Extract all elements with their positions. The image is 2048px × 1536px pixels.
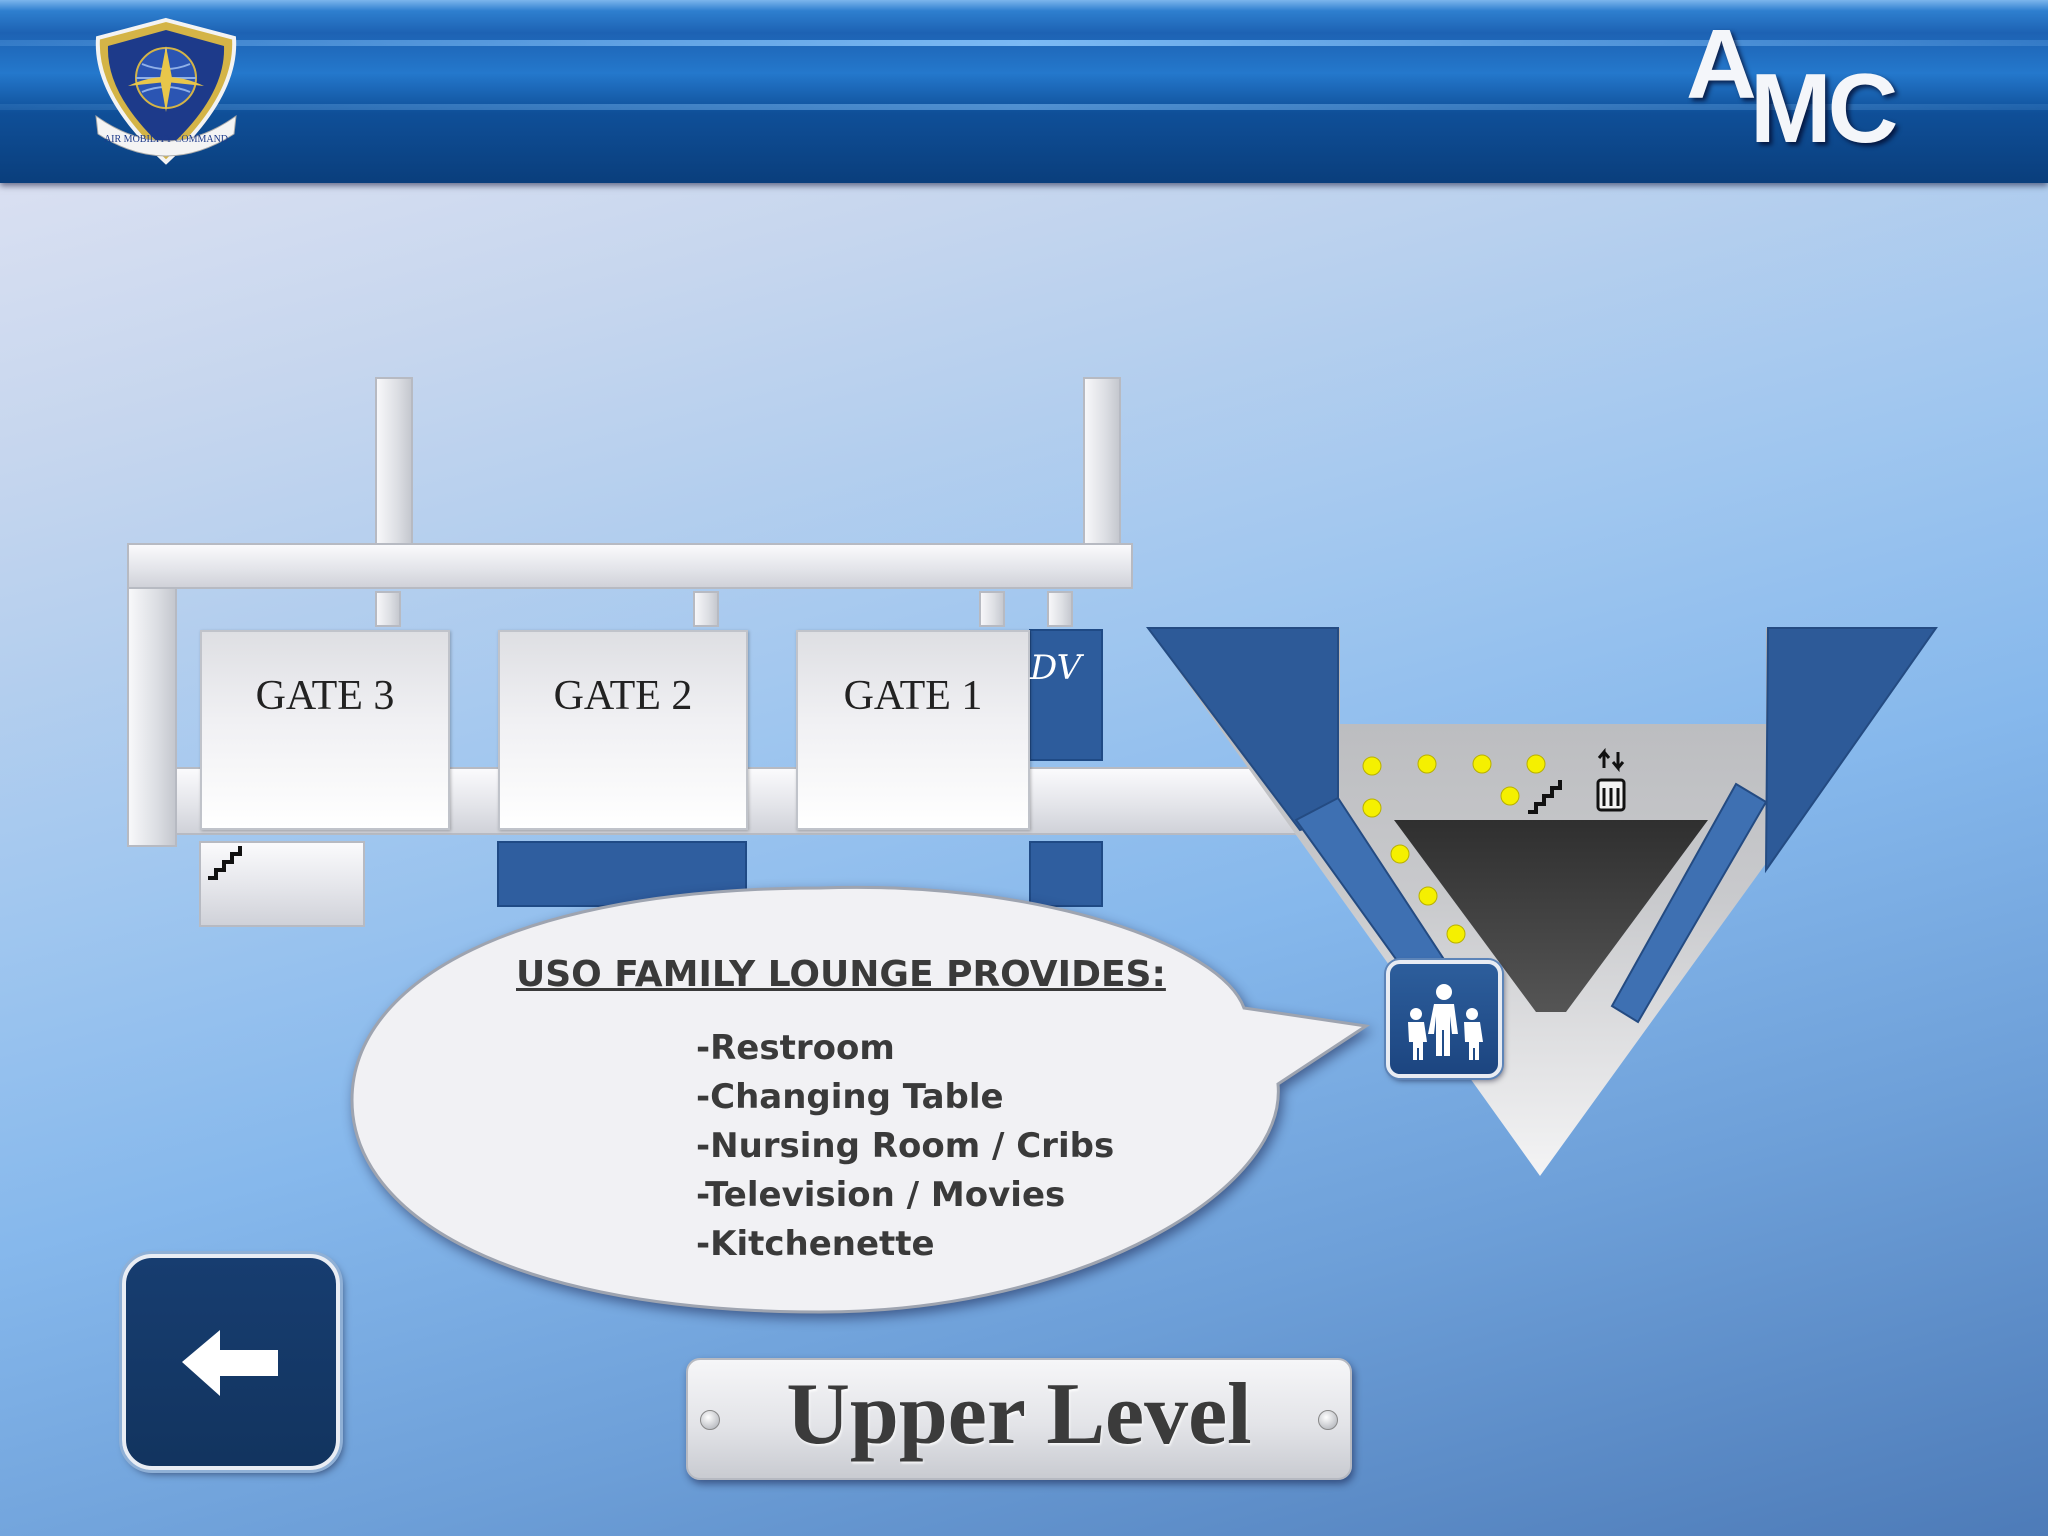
amc-logo-mc: MC <box>1750 53 1898 163</box>
emblem-text: AIR MOBILITY COMMAND <box>104 134 228 145</box>
right-wing-corridor <box>1610 782 1768 1024</box>
family-icon-graphic <box>1408 984 1483 1060</box>
dv-label: DV <box>1030 648 1082 688</box>
gate-2-label: GATE 2 <box>553 673 693 719</box>
callout-title: USO FAMILY LOUNGE PROVIDES: <box>516 954 1166 995</box>
arrow-left-icon <box>182 1330 278 1396</box>
upper-corridor <box>127 543 1133 589</box>
dark-floor <box>1394 820 1708 1012</box>
gate-3-lower-area <box>199 841 365 927</box>
gate-3-label: GATE 3 <box>255 673 395 719</box>
elevator-icon <box>1596 747 1626 812</box>
family-icon[interactable] <box>1386 960 1502 1078</box>
gate-1-label: GATE 1 <box>843 673 983 719</box>
gate-connector <box>375 591 401 627</box>
gate-connector <box>1047 591 1073 627</box>
stairs-icon <box>1528 780 1562 814</box>
gate-connector <box>693 591 719 627</box>
rivet-icon <box>700 1410 720 1430</box>
stairs-icon <box>208 846 242 880</box>
jet-bridge <box>1083 377 1121 545</box>
back-button[interactable] <box>122 1254 340 1470</box>
amenity-item: -Restroom <box>696 1028 895 1068</box>
path-dots <box>1362 754 1546 944</box>
left-corridor <box>127 587 177 847</box>
header-highlight <box>0 104 2048 110</box>
amenity-item: -Kitchenette <box>696 1224 935 1264</box>
gate-2[interactable]: GATE 2 <box>498 630 748 830</box>
right-wing-area <box>1764 627 1938 874</box>
amenity-item: -Changing Table <box>696 1077 1004 1117</box>
amc-logo: A MC <box>1680 8 1920 168</box>
amenity-item: -Nursing Room / Cribs <box>696 1126 1115 1166</box>
dv-area <box>1029 629 1103 761</box>
amenity-item: -Television / Movies <box>696 1175 1066 1215</box>
header-bar: AIR MOBILITY COMMAND A MC <box>0 0 2048 183</box>
level-title: Upper Level <box>786 1366 1252 1463</box>
callout-bubble <box>350 885 1371 1314</box>
header-highlight <box>0 40 2048 46</box>
amc-logo-a: A <box>1686 9 1757 119</box>
rivet-icon <box>1318 1410 1338 1430</box>
air-mobility-command-emblem: AIR MOBILITY COMMAND <box>95 17 237 165</box>
amenities-list: -Restroom -Changing Table -Nursing Room … <box>696 1024 1114 1269</box>
jet-bridge <box>375 377 413 545</box>
level-plate: Upper Level <box>686 1358 1352 1480</box>
dv-lower-area <box>1029 841 1103 907</box>
gate-3[interactable]: GATE 3 <box>200 630 450 830</box>
gate-1[interactable]: GATE 1 <box>796 630 1030 830</box>
gate-connector <box>979 591 1005 627</box>
